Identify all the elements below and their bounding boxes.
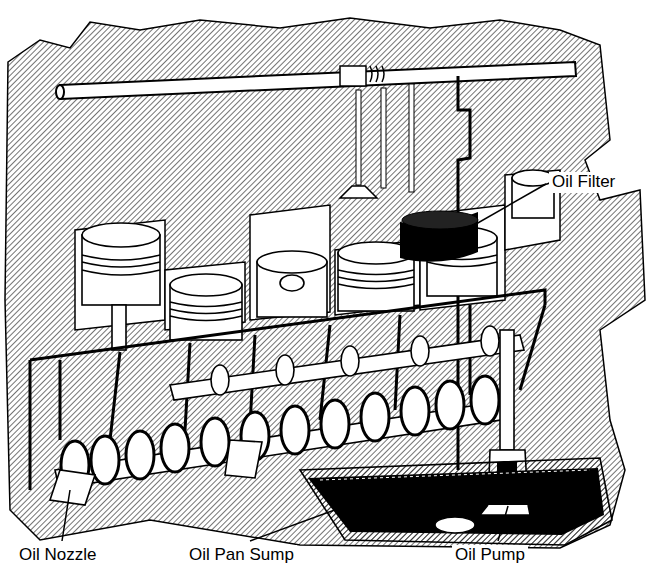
part-label: Oil Nozzle	[16, 545, 99, 566]
part-label: Oil Filter	[549, 172, 618, 193]
part-label: Oil Pan Sump	[186, 545, 297, 566]
part-label: Oil Pump	[452, 545, 528, 566]
